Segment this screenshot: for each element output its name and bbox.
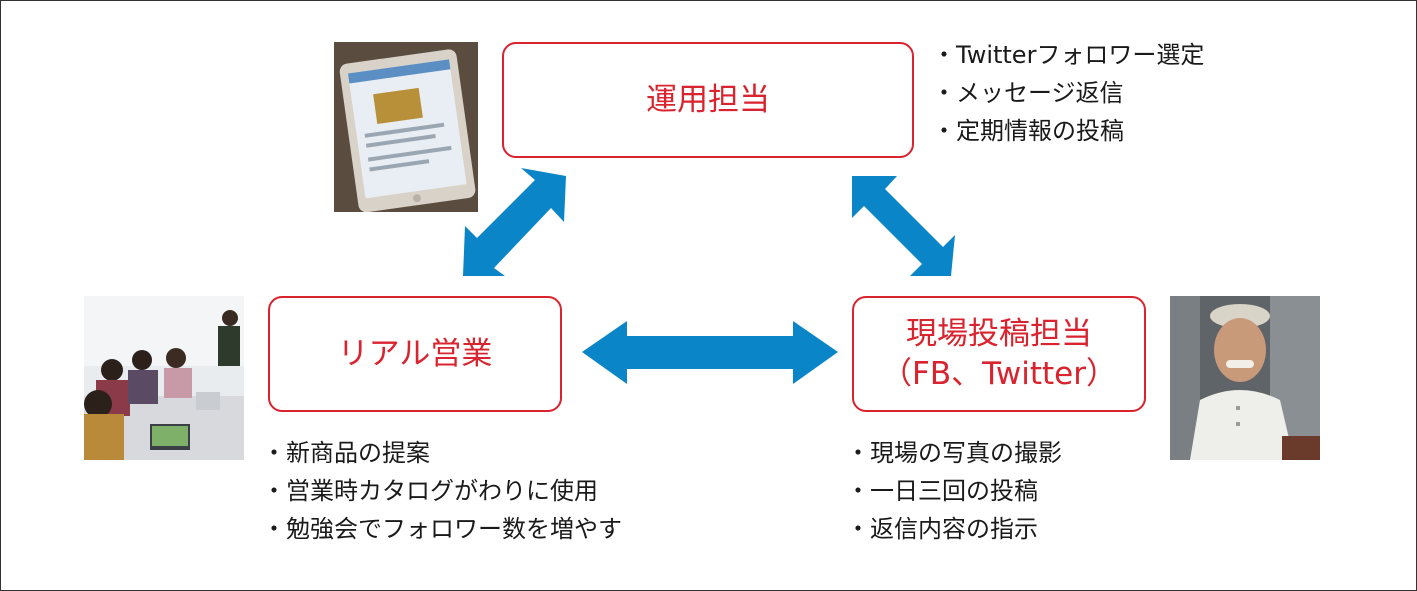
- chef-photo: [1170, 296, 1320, 460]
- role-title-field: 現場投稿担当: [906, 315, 1092, 352]
- role-title-operations: 運用担当: [646, 81, 770, 118]
- task-item: 一日三回の投稿: [846, 472, 1062, 510]
- role-box-field: 現場投稿担当 （FB、Twitter）: [852, 296, 1146, 412]
- task-item: メッセージ返信: [932, 74, 1204, 112]
- task-item: 勉強会でフォロワー数を増やす: [262, 510, 622, 548]
- task-item: 新商品の提案: [262, 434, 622, 472]
- role-box-operations: 運用担当: [502, 42, 914, 158]
- task-list-field: 現場の写真の撮影 一日三回の投稿 返信内容の指示: [846, 434, 1062, 548]
- team-meeting-photo: [84, 296, 244, 460]
- task-item: 返信内容の指示: [846, 510, 1062, 548]
- role-box-sales: リアル営業: [268, 296, 562, 412]
- tablet-photo: [334, 42, 478, 212]
- task-list-operations: Twitterフォロワー選定 メッセージ返信 定期情報の投稿: [932, 36, 1204, 150]
- task-item: 定期情報の投稿: [932, 112, 1204, 150]
- task-item: Twitterフォロワー選定: [932, 36, 1204, 74]
- role-subtitle-field: （FB、Twitter）: [881, 356, 1117, 392]
- role-title-sales: リアル営業: [337, 335, 493, 372]
- task-item: 現場の写真の撮影: [846, 434, 1062, 472]
- task-list-sales: 新商品の提案 営業時カタログがわりに使用 勉強会でフォロワー数を増やす: [262, 434, 622, 548]
- task-item: 営業時カタログがわりに使用: [262, 472, 622, 510]
